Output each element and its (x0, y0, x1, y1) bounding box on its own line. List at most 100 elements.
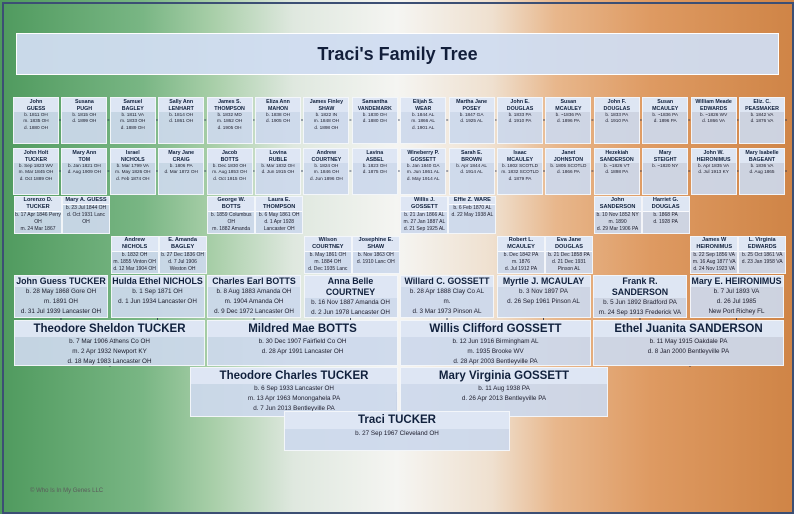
person-box[interactable]: Traci TUCKER b. 27 Sep 1967 Cleveland OH (284, 411, 510, 451)
person-date: d. 28 Apr 2003 Bentleyville PA (453, 358, 538, 365)
person-date: b. ~1826 WV (699, 112, 728, 118)
person-date: m. 24 Sep 1913 Frederick VA (598, 309, 682, 316)
person-date: b. Mar 1799 VA (116, 163, 149, 169)
person-name: John F. (607, 99, 626, 105)
person-date: b. 1811 OH (24, 112, 48, 118)
person-dates: b. 27 Sep 1967 Cleveland OH (285, 429, 509, 439)
person-date: b. Dec 1830 OH (212, 163, 247, 169)
person-name: ASBEL (365, 156, 384, 163)
person-name: Myrtle J. MCAULAY (502, 276, 585, 286)
person-name: Wilson COURTNEY (312, 237, 344, 250)
person-date: b. 21 Dec 1858 PA (548, 252, 590, 258)
person-name: Susana (74, 99, 94, 105)
person-name: Robert L. MCAULEY (507, 237, 535, 250)
person-date: d. 22 May 1938 AL (451, 212, 494, 218)
person-name: BOTTS (220, 156, 239, 163)
person-name-band: Mary E. HEIRONIMUS (690, 276, 783, 287)
person-date: b. 1815 OH (72, 112, 97, 118)
person-name: SHAW (318, 105, 335, 112)
person-name-band: Josephine E. SHAW (352, 237, 399, 252)
person-date: d. 1 Jun 1934 Lancaster OH (118, 298, 197, 305)
person-name: HEIRONIMUS (696, 156, 731, 163)
person-name-band: Willis J. GOSSETT (401, 197, 448, 212)
person-date: b. 7 Mar 1906 Athens Co OH (69, 338, 150, 345)
person-name-band: Theodore Charles TUCKER (191, 368, 397, 384)
person-date: b. 1802 SCOTLD (502, 163, 538, 169)
person-name: BAGEANT (748, 156, 776, 163)
person-name: Traci TUCKER (358, 414, 436, 426)
person-date: d. 1866 PA (556, 169, 580, 175)
person-date: d. 1861 OH (169, 118, 194, 124)
person-name-band: John Guess TUCKER (15, 276, 107, 287)
